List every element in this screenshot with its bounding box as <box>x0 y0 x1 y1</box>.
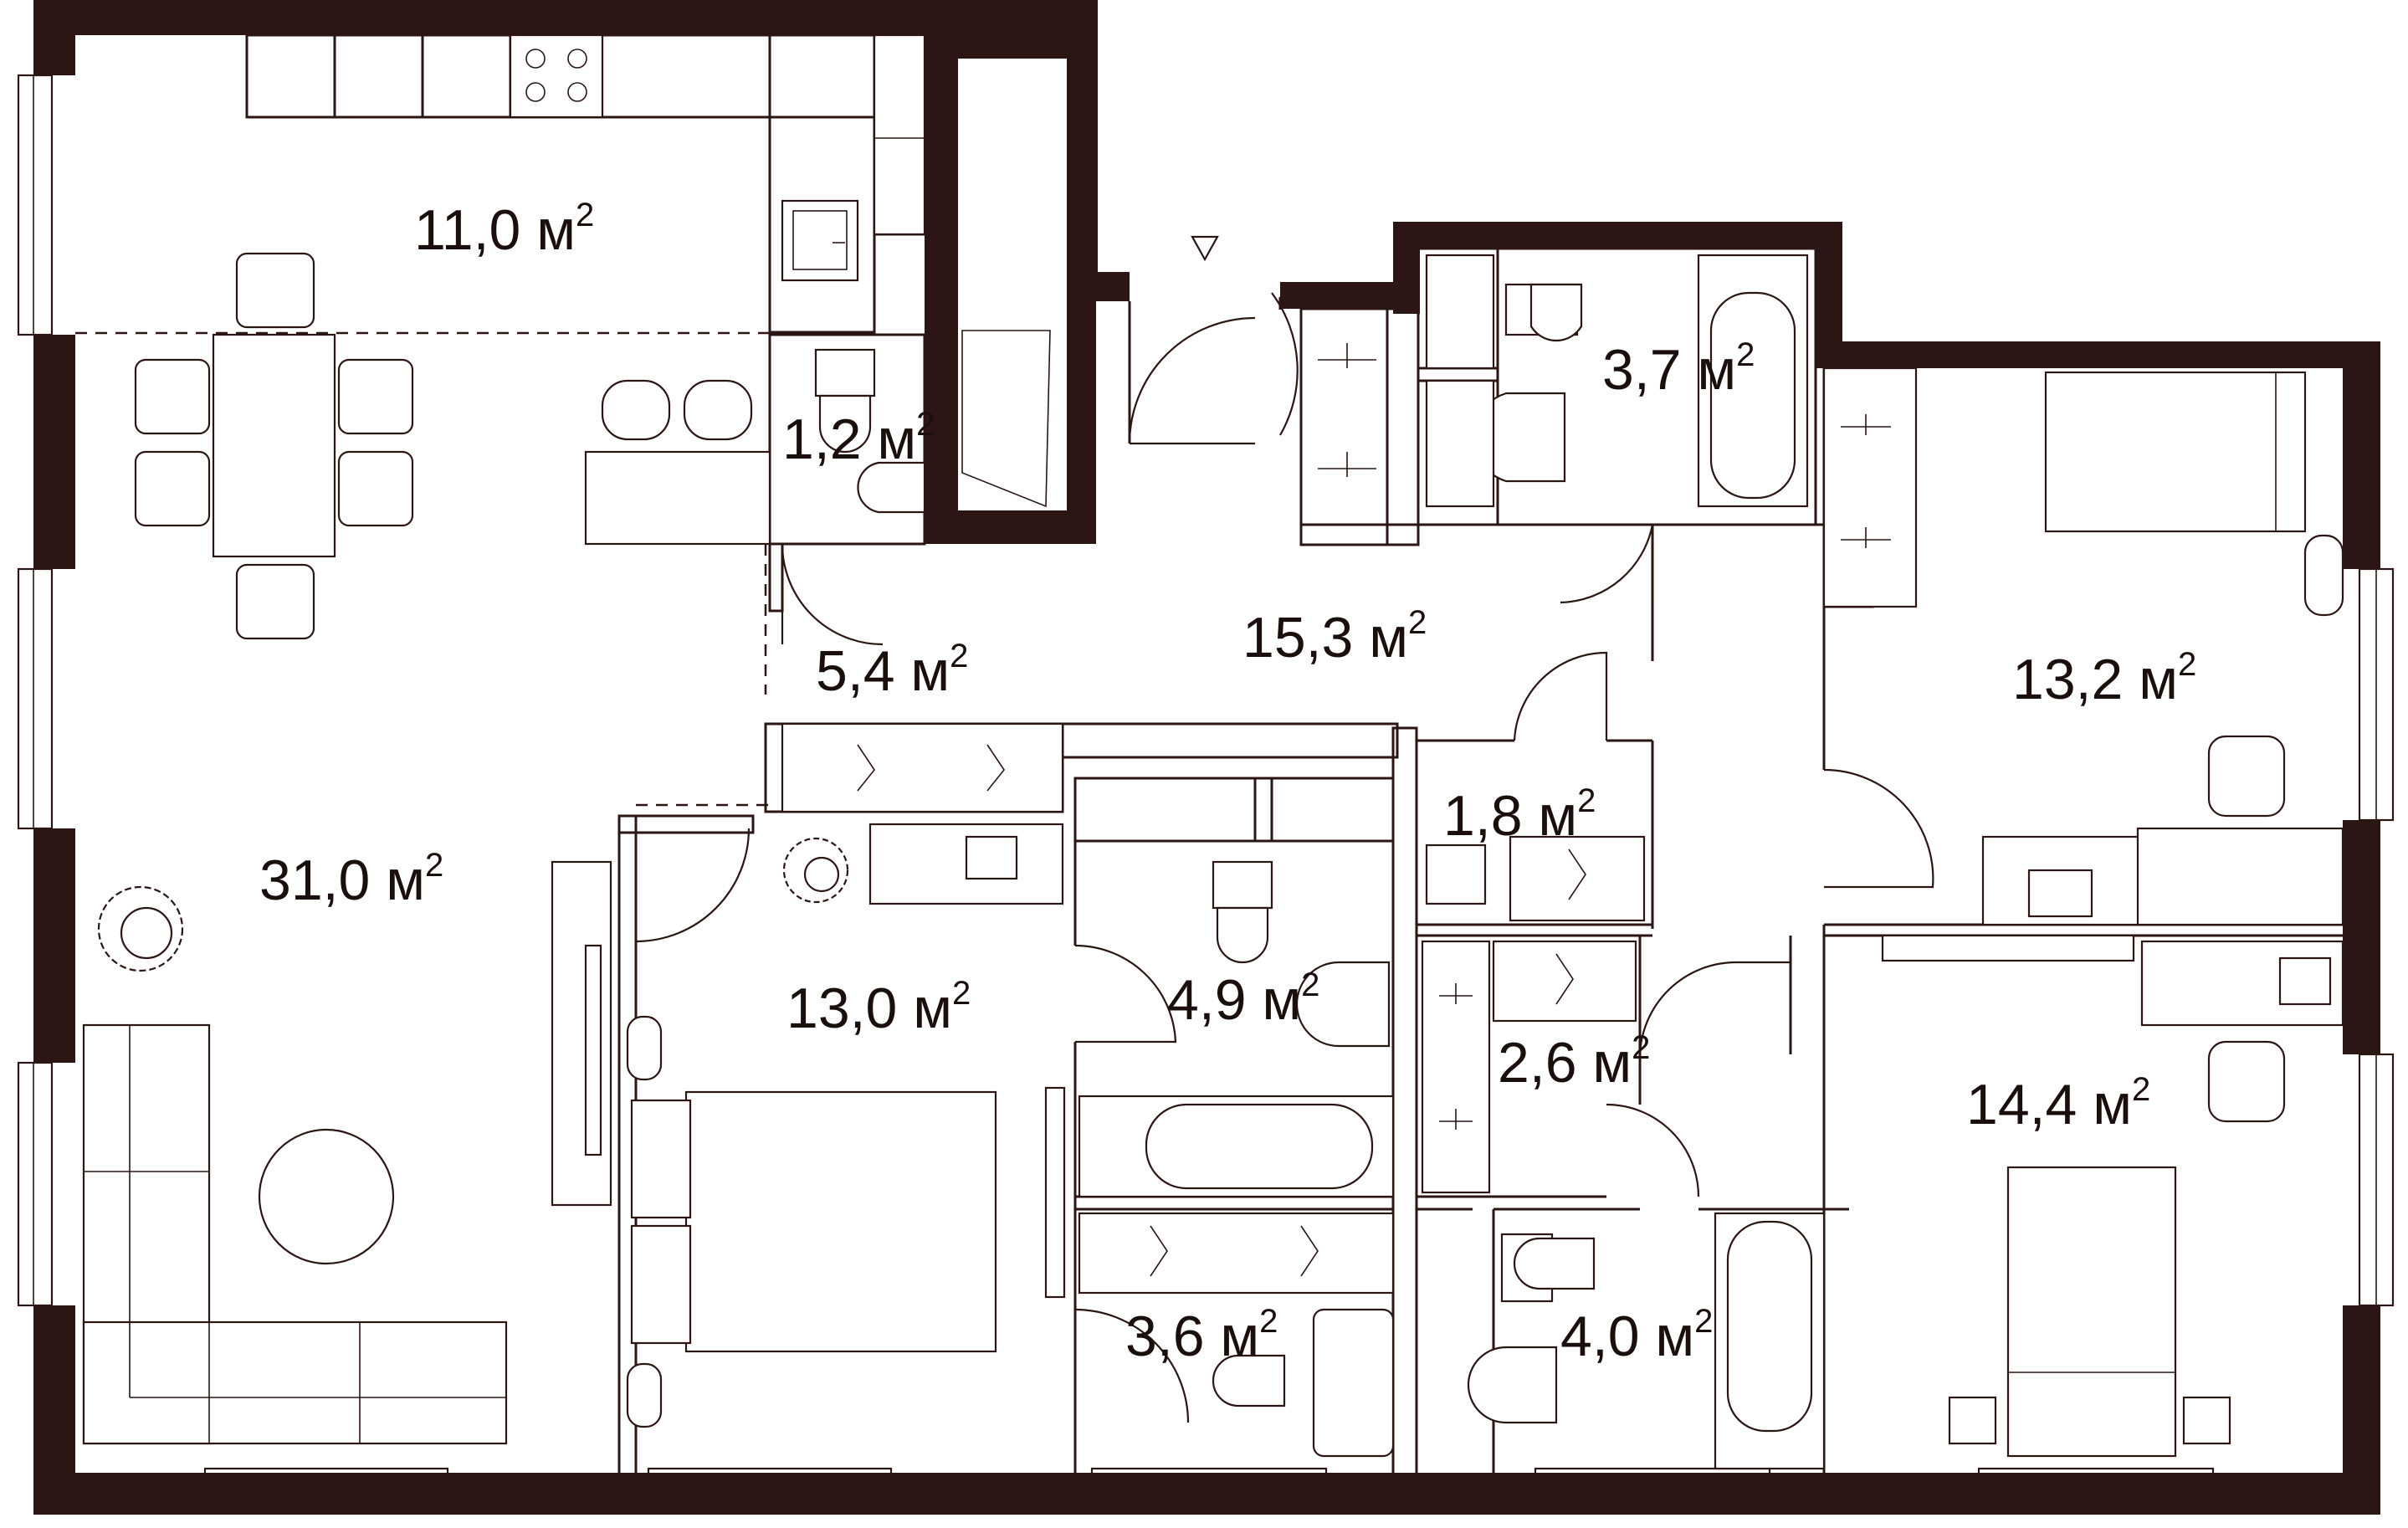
room-label-hall-left: 5,4 м2 <box>816 638 968 703</box>
bathtub-icon <box>1078 1095 1395 1198</box>
sink-icon <box>1295 961 1391 1048</box>
door-swing-icon <box>635 828 751 943</box>
room-label-closet-small: 1,8 м2 <box>1443 782 1596 848</box>
washing-machine <box>1312 1308 1395 1458</box>
room-label-wc-small: 1,2 м2 <box>782 406 935 471</box>
bed-icon <box>2044 371 2307 533</box>
sink-icon <box>781 199 859 282</box>
door-swing-icon <box>1513 651 1608 741</box>
room-label-bath-middle: 4,9 м2 <box>1167 967 1319 1032</box>
tv <box>584 944 602 1156</box>
sink-icon <box>857 461 926 514</box>
room-label-living: 31,0 м2 <box>259 847 443 912</box>
box <box>965 835 1018 880</box>
room-label-closet-medium: 2,6 м2 <box>1498 1029 1650 1095</box>
plant-icon <box>782 837 849 904</box>
plant-icon <box>97 885 184 972</box>
door-swing-icon <box>1128 316 1256 445</box>
storage <box>1425 254 1495 370</box>
door-swing-icon <box>781 543 884 646</box>
room-label-bath-top: 3,7 м2 <box>1602 336 1755 402</box>
bar-counter <box>584 379 771 546</box>
nightstand <box>1948 1396 1997 1445</box>
door-swing-icon <box>1074 944 1177 1043</box>
bed-icon <box>630 1090 997 1353</box>
door-swings <box>635 292 1934 1423</box>
towel-rail <box>1044 1086 1066 1299</box>
room-label-kitchen: 11,0 м2 <box>414 197 594 262</box>
door-swing-icon <box>1638 961 1791 1055</box>
room-label-corridor: 15,3 м2 <box>1242 604 1427 669</box>
room-label-bath-bottom: 4,0 м2 <box>1560 1303 1713 1368</box>
dining-set <box>134 252 414 640</box>
wardrobe-icon <box>1822 367 1918 608</box>
sink-icon <box>1467 1346 1558 1424</box>
toilet-icon <box>1212 860 1273 964</box>
nightstand <box>2182 1396 2231 1445</box>
door-swing-icon <box>1606 1103 1700 1197</box>
boiler <box>1425 843 1487 905</box>
wardrobe-icon <box>1509 835 1646 922</box>
exterior-walls <box>33 0 2380 1515</box>
door-swing-icon <box>1823 768 1934 889</box>
desk <box>1981 735 2344 926</box>
sofa <box>82 1023 508 1445</box>
desk <box>1881 934 2344 1123</box>
entrance-marker-icon <box>1191 235 1219 262</box>
door-swing-icon <box>1271 292 1299 436</box>
bathtub-icon <box>1697 254 1809 508</box>
nightstand-lamp <box>2303 534 2344 617</box>
shaft <box>961 330 1051 508</box>
room-label-laundry: 3,6 м2 <box>1125 1303 1278 1368</box>
toilet-icon <box>1500 1233 1596 1303</box>
toilet-icon <box>1504 283 1583 341</box>
toilet-icon <box>814 348 876 454</box>
bed-icon <box>2006 1166 2177 1458</box>
room-label-bedroom-right-bottom: 14,4 м2 <box>1966 1071 2150 1136</box>
windows <box>17 74 2395 1504</box>
wardrobe-icon <box>1318 343 1376 477</box>
wardrobe-icon <box>781 722 1064 813</box>
wardrobe-icon <box>1421 940 1637 1194</box>
room-label-bedroom-middle: 13,0 м2 <box>786 975 971 1040</box>
kitchen-cabinet <box>873 33 926 236</box>
door-swing-icon <box>1074 1308 1190 1423</box>
room-label-bedroom-right-top: 13,2 м2 <box>2012 646 2196 711</box>
toilet-icon <box>1212 1354 1286 1408</box>
round-table <box>258 1128 395 1265</box>
storage <box>1425 379 1495 508</box>
laundry-shelf <box>1078 1212 1395 1295</box>
nightstand-lamp <box>626 1015 663 1081</box>
bathtub-icon <box>1714 1212 1826 1470</box>
door-swing-icon <box>1560 524 1654 604</box>
stove-icon <box>509 33 604 119</box>
nightstand-lamp <box>626 1362 663 1428</box>
tv-stand <box>551 860 612 1207</box>
